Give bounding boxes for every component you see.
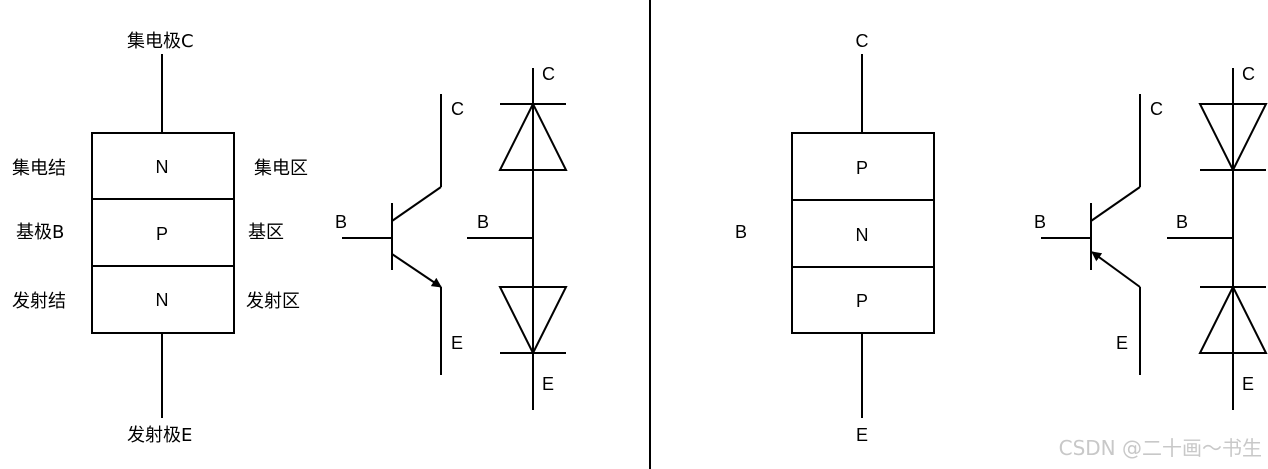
npn-symbol: B C E: [335, 94, 464, 375]
pnp-symbol-collector-label: C: [1150, 99, 1163, 119]
npn-symbol-collector-diagonal: [391, 186, 442, 222]
pnp-symbol-emitter-label: E: [1116, 333, 1128, 353]
npn-symbol-base-label: B: [335, 212, 347, 232]
pnp-symbol-collector-diagonal: [1090, 186, 1141, 222]
npn-layer-top: N: [156, 157, 169, 177]
npn-left-label-collector-junction: 集电结: [12, 158, 66, 179]
pnp-diode-top-triangle: [1198, 103, 1268, 173]
pnp-symbol: B C E: [1034, 94, 1163, 375]
pnp-diode-bottom-triangle: [1198, 284, 1268, 354]
pnp-symbol-base-label: B: [1034, 212, 1046, 232]
pnp-collector-label: C: [856, 31, 869, 51]
npn-diode-model: B C E: [467, 64, 568, 410]
npn-symbol-collector-label: C: [451, 99, 464, 119]
watermark: CSDN @二十画～书生: [1059, 436, 1262, 460]
pnp-layer-bottom: P: [856, 291, 868, 311]
npn-diode-bottom-triangle: [498, 286, 568, 356]
pnp-structure: C E B P N P: [735, 31, 935, 445]
npn-diode-top-triangle: [498, 101, 568, 171]
pnp-diode-collector-label: C: [1242, 64, 1255, 84]
pnp-diode-emitter-label: E: [1242, 374, 1254, 394]
pnp-layer-middle: N: [856, 225, 869, 245]
npn-emitter-label: 发射极E: [127, 425, 192, 446]
pnp-base-label: B: [735, 222, 747, 242]
npn-left-label-emitter-junction: 发射结: [12, 291, 66, 312]
npn-diode-base-label: B: [477, 212, 489, 232]
npn-layer-middle: P: [156, 224, 168, 244]
npn-diode-emitter-label: E: [542, 374, 554, 394]
npn-layer-bottom: N: [156, 290, 169, 310]
npn-right-label-emitter-region: 发射区: [246, 291, 300, 312]
npn-symbol-emitter-label: E: [451, 333, 463, 353]
npn-symbol-emitter-arrow: [391, 253, 442, 288]
npn-right-label-collector-region: 集电区: [254, 158, 308, 179]
pnp-diode-base-label: B: [1176, 212, 1188, 232]
pnp-diode-model: B C E: [1167, 64, 1268, 410]
npn-structure: 集电极C 发射极E N P N 集电结 基极B 发射结 集电区 基区 发射区: [12, 31, 308, 446]
npn-left-label-base: 基极B: [16, 222, 64, 243]
npn-collector-label: 集电极C: [127, 31, 194, 52]
pnp-symbol-emitter-arrow: [1091, 251, 1141, 288]
pnp-layer-top: P: [856, 158, 868, 178]
npn-right-label-base-region: 基区: [248, 222, 284, 243]
pnp-emitter-label: E: [856, 425, 868, 445]
npn-diode-collector-label: C: [542, 64, 555, 84]
